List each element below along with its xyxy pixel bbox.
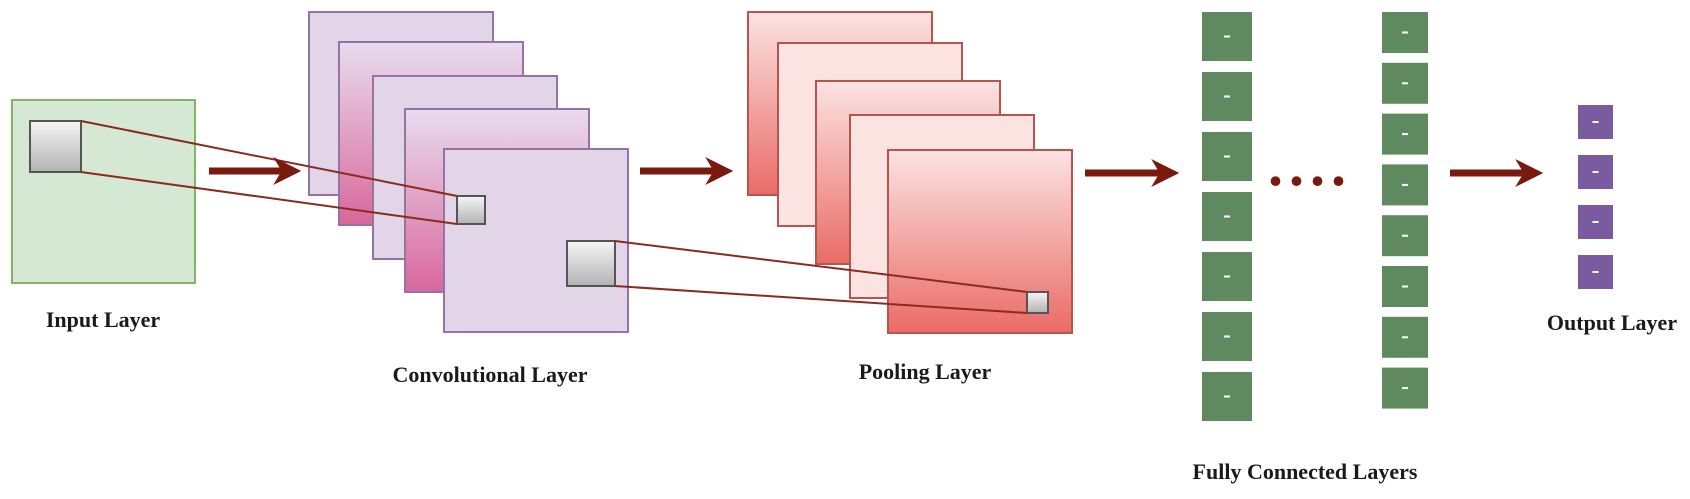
fc-neuron-mark — [1402, 387, 1408, 390]
connection-line — [614, 285, 1028, 314]
pool-layer-stack — [747, 11, 1073, 334]
fc-column-2 — [1380, 10, 1430, 411]
conv-layer-stack — [308, 11, 629, 333]
output-neuron-mark — [1592, 121, 1599, 123]
pool-output-cell — [1026, 291, 1049, 314]
output-neuron — [1576, 103, 1615, 141]
fc-neuron-mark — [1402, 31, 1408, 34]
fc-neuron-mark — [1402, 133, 1408, 136]
fc-layers-label: Fully Connected Layers — [1192, 459, 1418, 484]
fc-column-1 — [1200, 10, 1254, 423]
connection-line — [80, 120, 458, 197]
connection-line — [80, 171, 458, 225]
fc-neuron-mark — [1224, 275, 1230, 278]
conv-layer-label: Convolutional Layer — [392, 362, 588, 387]
fc-neuron-mark — [1224, 155, 1230, 158]
fc-neuron — [1200, 130, 1254, 183]
fc-neuron-mark — [1224, 95, 1230, 98]
fc-neuron-mark — [1402, 82, 1408, 85]
fc-neuron-mark — [1402, 183, 1408, 186]
fc-neuron-mark — [1402, 285, 1408, 288]
fc-neuron-mark — [1224, 335, 1230, 338]
output-neuron-mark — [1592, 271, 1599, 273]
fc-neuron-mark — [1224, 395, 1230, 398]
fc-neuron-mark — [1224, 35, 1230, 38]
connection-line — [614, 240, 1028, 293]
conv-output-cell — [456, 195, 486, 225]
fc-neuron-mark — [1402, 336, 1408, 339]
fc-neuron — [1380, 365, 1430, 411]
receptive-field-lines — [80, 120, 1028, 314]
fc-ellipsis: .... — [1268, 132, 1352, 198]
fc-neuron — [1200, 70, 1254, 123]
output-layer-label: Output Layer — [1546, 310, 1678, 335]
input-kernel — [29, 120, 82, 173]
conv-pool-kernel — [566, 240, 616, 287]
output-layer-neurons — [1576, 103, 1615, 291]
input-layer-label: Input Layer — [45, 307, 161, 332]
pool-layer-label: Pooling Layer — [858, 359, 992, 384]
fc-neuron-mark — [1402, 234, 1408, 237]
output-neuron — [1576, 253, 1615, 291]
flow-arrows — [209, 157, 1544, 187]
output-neuron-mark — [1592, 221, 1599, 223]
output-neuron-mark — [1592, 171, 1599, 173]
input-layer — [11, 99, 196, 284]
fc-neuron-mark — [1224, 215, 1230, 218]
